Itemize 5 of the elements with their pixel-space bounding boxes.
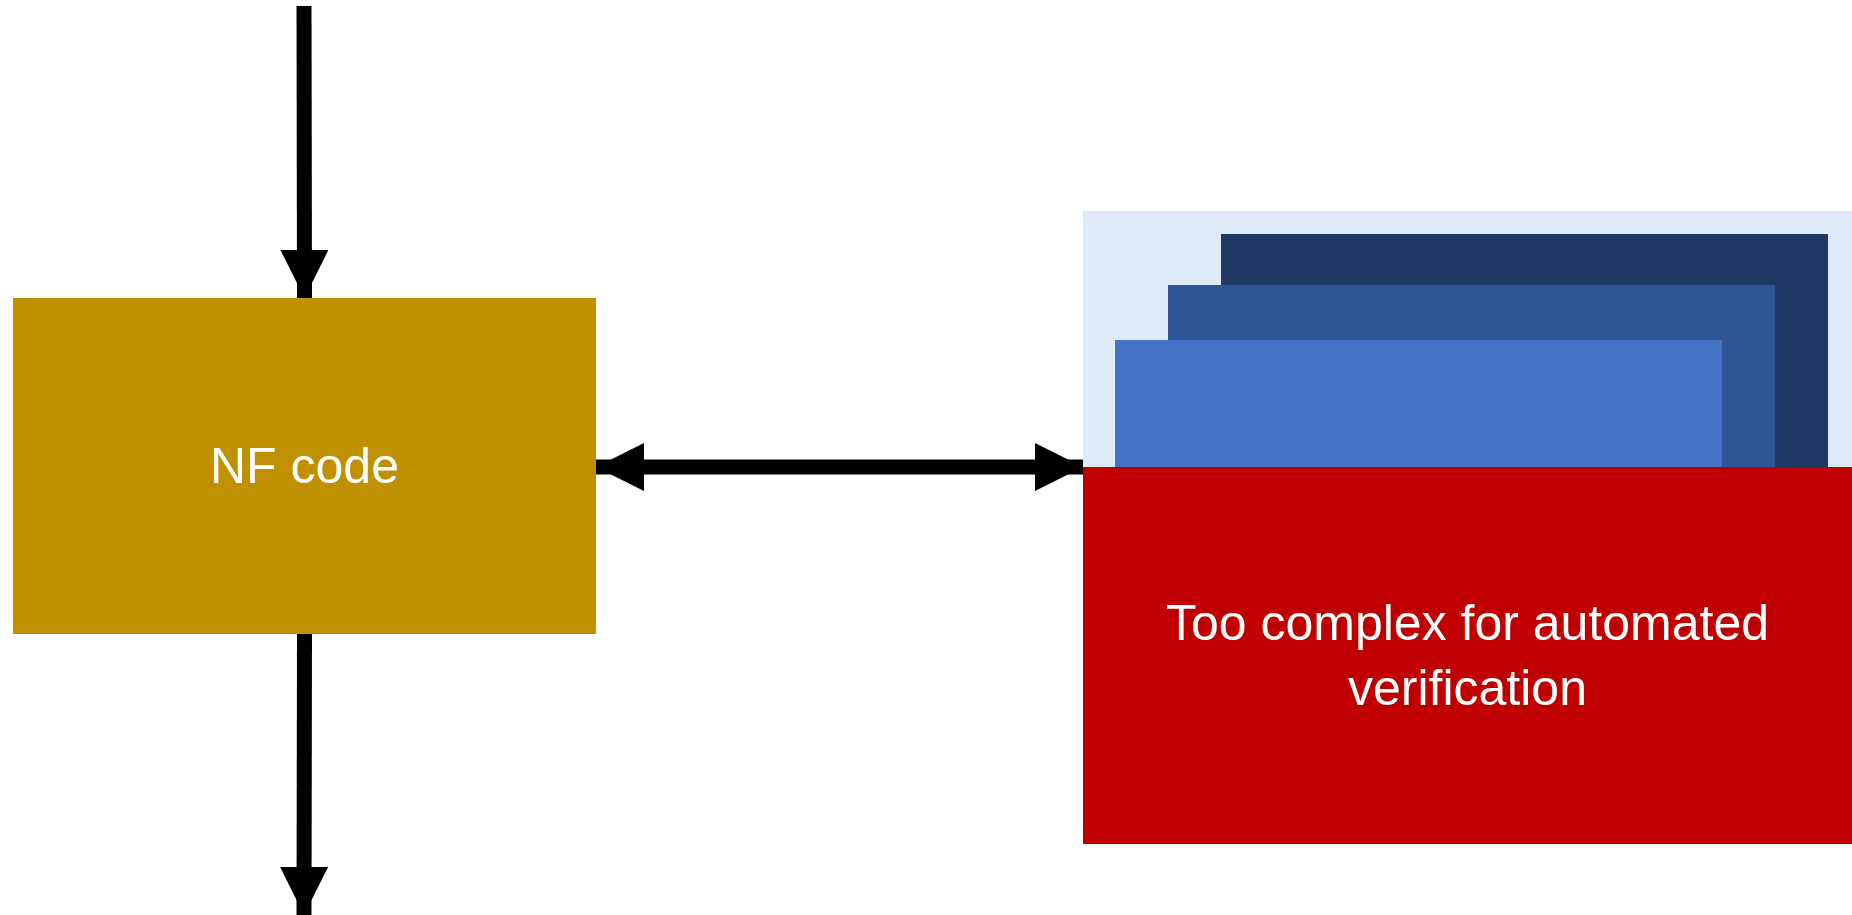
- warning-box: Too complex for automated verification: [1083, 467, 1852, 844]
- arrow: [280, 5, 329, 299]
- arrow: [596, 443, 1083, 491]
- arrow: [280, 633, 329, 915]
- process-box: NF code: [13, 298, 596, 634]
